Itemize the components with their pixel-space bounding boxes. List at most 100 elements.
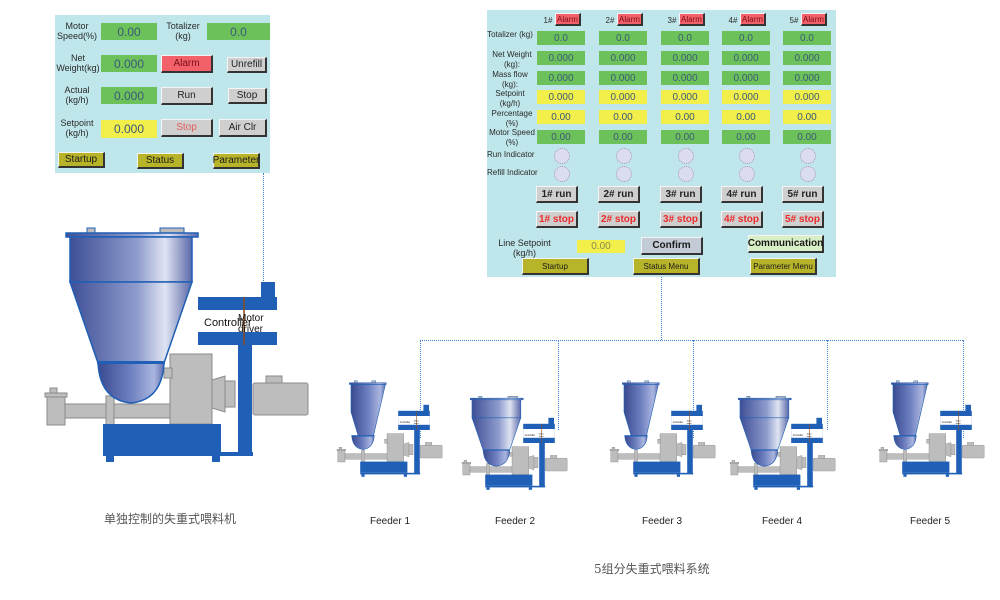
svg-text:Motor: Motor bbox=[687, 420, 692, 423]
stop-button[interactable]: Stop bbox=[228, 88, 267, 104]
feeder-connector-drop bbox=[827, 340, 828, 430]
feeder-totalizer-field: 0.0 bbox=[537, 31, 585, 45]
svg-text:Controller: Controller bbox=[793, 434, 804, 437]
feeder-motor-speed-field: 0.00 bbox=[537, 130, 585, 144]
feeder-machine-3: Controller Motor driver bbox=[608, 372, 720, 484]
svg-text:driver: driver bbox=[539, 436, 544, 438]
feeder-connector-drop bbox=[420, 340, 421, 438]
row-label-percentage: Percentage (%) bbox=[491, 109, 533, 128]
startup-button[interactable]: Startup bbox=[58, 152, 105, 168]
feeder-totalizer-field: 0.0 bbox=[661, 31, 709, 45]
controller-text: Controller bbox=[204, 317, 252, 329]
motor-speed-label: Motor Speed(%) bbox=[56, 21, 98, 41]
unrefill-button[interactable]: Unrefill bbox=[227, 57, 267, 73]
feeder-machine-5: Controller Motor driver bbox=[877, 372, 989, 484]
run-button[interactable]: Run bbox=[161, 87, 213, 105]
alarm-button[interactable]: Alarm bbox=[161, 55, 213, 73]
feeder-net-weight-field: 0.000 bbox=[599, 51, 647, 65]
feeder-motor-speed-field: 0.00 bbox=[661, 130, 709, 144]
row-label-setpoint: Setpoint (kg/h) bbox=[495, 89, 525, 108]
feeder-alarm-button[interactable]: Alarm bbox=[555, 13, 581, 26]
refill-indicator-light bbox=[739, 166, 755, 182]
feeder-id: 2# bbox=[605, 16, 615, 25]
feeder-stop-button[interactable]: 3# stop bbox=[660, 211, 702, 228]
totalizer-label: Totalizer (kg) bbox=[166, 21, 200, 41]
run-indicator-light bbox=[616, 148, 632, 164]
stop-red-button[interactable]: Stop bbox=[161, 119, 213, 137]
setpoint-field[interactable]: 0.000 bbox=[101, 120, 157, 138]
feeder-label: Feeder 5 bbox=[909, 516, 951, 527]
feeder-label: Feeder 1 bbox=[369, 516, 411, 527]
feeder-setpoint-field[interactable]: 0.000 bbox=[599, 90, 647, 104]
status-menu-button[interactable]: Status Menu bbox=[633, 258, 700, 275]
feeder-machine-1: Controller Motor driver bbox=[335, 372, 447, 484]
run-indicator-light bbox=[739, 148, 755, 164]
feeder-alarm-button[interactable]: Alarm bbox=[617, 13, 643, 26]
air-clear-button[interactable]: Air Clr bbox=[219, 119, 267, 137]
single-connector-line bbox=[263, 173, 264, 283]
feeder-percentage-field[interactable]: 0.00 bbox=[537, 110, 585, 124]
feeder-motor-speed-field: 0.00 bbox=[599, 130, 647, 144]
feeder-percentage-field[interactable]: 0.00 bbox=[599, 110, 647, 124]
svg-text:Controller: Controller bbox=[673, 421, 684, 424]
feeder-id: 5# bbox=[789, 16, 799, 25]
multi-feeder-caption: 5组分失重式喂料系统 bbox=[594, 562, 710, 576]
feeder-setpoint-field[interactable]: 0.000 bbox=[661, 90, 709, 104]
feeder-alarm-button[interactable]: Alarm bbox=[679, 13, 705, 26]
svg-text:Controller: Controller bbox=[942, 421, 953, 424]
row-label-mass-flow: Mass flow (kg): bbox=[492, 70, 528, 89]
communication-button[interactable]: Communication bbox=[748, 235, 824, 253]
svg-text:driver: driver bbox=[238, 324, 264, 335]
run-indicator-light bbox=[678, 148, 694, 164]
run-indicator-light bbox=[554, 148, 570, 164]
startup-menu-button[interactable]: Startup bbox=[522, 258, 589, 275]
setpoint-label: Setpoint (kg/h) bbox=[60, 118, 94, 138]
feeder-mass-flow-field: 0.000 bbox=[661, 71, 709, 85]
svg-text:Motor: Motor bbox=[539, 433, 544, 436]
feeder-stop-button[interactable]: 5# stop bbox=[782, 211, 824, 228]
svg-text:driver: driver bbox=[807, 436, 812, 438]
svg-text:Motor: Motor bbox=[414, 420, 419, 423]
run-indicator-light bbox=[800, 148, 816, 164]
feeder-run-button[interactable]: 5# run bbox=[782, 186, 824, 203]
feeder-label: Feeder 3 bbox=[641, 516, 683, 527]
line-setpoint-field[interactable]: 0.00 bbox=[577, 240, 625, 253]
status-button[interactable]: Status bbox=[137, 153, 184, 169]
row-label-totalizer: Totalizer (kg) bbox=[487, 30, 533, 39]
feeder-percentage-field[interactable]: 0.00 bbox=[783, 110, 831, 124]
svg-text:Motor: Motor bbox=[238, 313, 264, 324]
feeder-stop-button[interactable]: 4# stop bbox=[721, 211, 763, 228]
parameter-button[interactable]: Parameter bbox=[213, 153, 260, 169]
multi-connector-trunk bbox=[661, 277, 662, 340]
feeder-setpoint-field[interactable]: 0.000 bbox=[722, 90, 770, 104]
row-label-refill-indicator: Refill Indicator bbox=[487, 168, 538, 177]
actual-label: Actual (kg/h) bbox=[64, 85, 90, 105]
feeder-stop-button[interactable]: 2# stop bbox=[598, 211, 640, 228]
feeder-percentage-field[interactable]: 0.00 bbox=[661, 110, 709, 124]
feeder-run-button[interactable]: 1# run bbox=[536, 186, 578, 203]
confirm-button[interactable]: Confirm bbox=[641, 237, 703, 255]
feeder-setpoint-field[interactable]: 0.000 bbox=[783, 90, 831, 104]
row-label-motor-speed: Motor Speed (%) bbox=[489, 128, 535, 147]
refill-indicator-light bbox=[678, 166, 694, 182]
row-label-net-weight: Net Weight (kg): bbox=[492, 50, 532, 69]
feeder-run-button[interactable]: 2# run bbox=[598, 186, 640, 203]
feeder-connector-drop bbox=[963, 340, 964, 438]
feeder-alarm-button[interactable]: Alarm bbox=[801, 13, 827, 26]
feeder-label: Feeder 4 bbox=[761, 516, 803, 527]
row-label-run-indicator: Run Indicator bbox=[487, 150, 535, 159]
feeder-totalizer-field: 0.0 bbox=[783, 31, 831, 45]
feeder-run-button[interactable]: 4# run bbox=[721, 186, 763, 203]
feeder-stop-button[interactable]: 1# stop bbox=[536, 211, 578, 228]
feeder-motor-speed-field: 0.00 bbox=[722, 130, 770, 144]
feeder-connector-drop bbox=[693, 340, 694, 438]
refill-indicator-light bbox=[616, 166, 632, 182]
multi-feeder-hmi-panel: Totalizer (kg) Net Weight (kg): Mass flo… bbox=[487, 10, 836, 277]
feeder-machine-4: Controller Motor driver bbox=[728, 385, 840, 497]
feeder-percentage-field[interactable]: 0.00 bbox=[722, 110, 770, 124]
parameter-menu-button[interactable]: Parameter Menu bbox=[750, 258, 817, 275]
feeder-run-button[interactable]: 3# run bbox=[660, 186, 702, 203]
svg-text:Motor: Motor bbox=[956, 420, 961, 423]
feeder-alarm-button[interactable]: Alarm bbox=[740, 13, 766, 26]
feeder-setpoint-field[interactable]: 0.000 bbox=[537, 90, 585, 104]
